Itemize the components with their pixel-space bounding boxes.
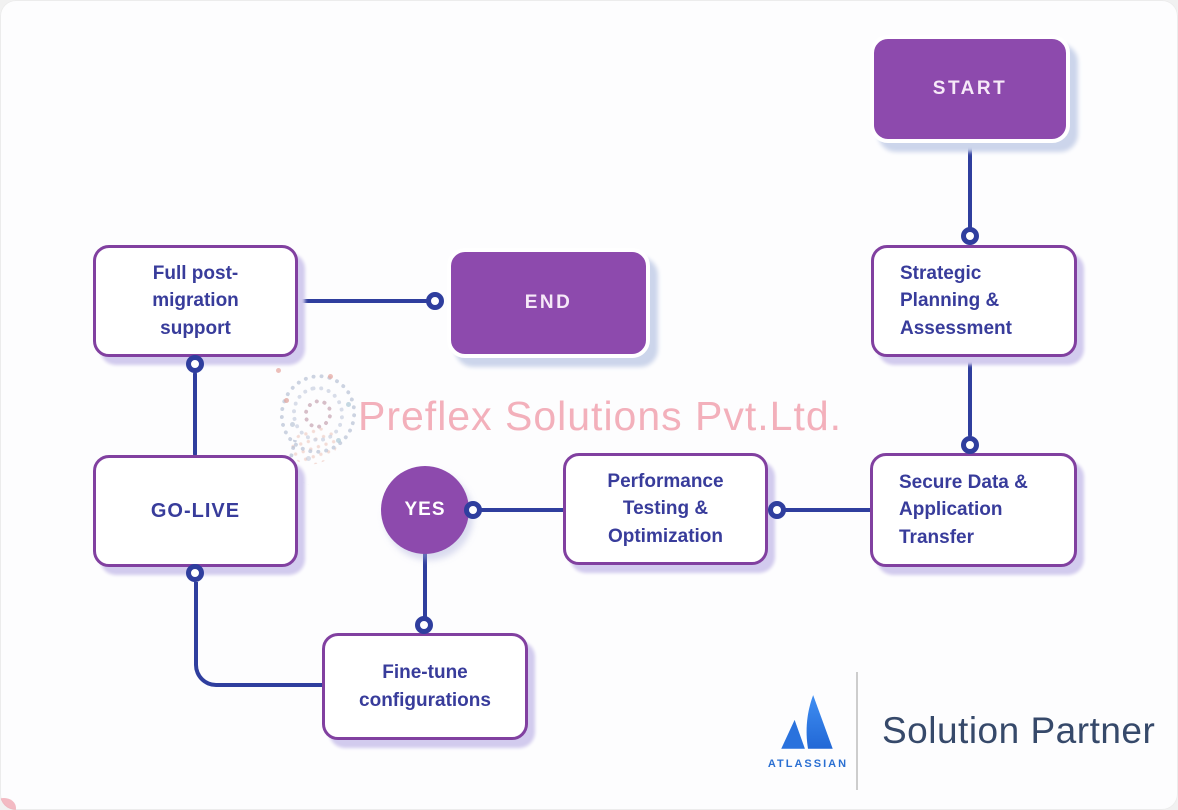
atlassian-logo-block: ATLASSIAN: [762, 693, 854, 770]
connector-golive-finetune: [194, 582, 323, 687]
node-go-live-label: GO-LIVE: [150, 499, 241, 522]
pink-corner-decor: [0, 798, 16, 810]
watermark-text: Preflex Solutions Pvt.Ltd.: [358, 393, 843, 439]
atlassian-brand-text: ATLASSIAN: [767, 757, 849, 770]
atlassian-logo-icon: [781, 694, 833, 749]
connection-port: [768, 501, 786, 519]
connection-port: [464, 501, 482, 519]
node-end-label: END: [524, 292, 573, 313]
node-secure-transfer-label: Secure Data & Application Transfer: [899, 471, 1028, 548]
node-strategic-planning-label: Strategic Planning & Assessment: [900, 262, 1012, 339]
connection-port: [186, 564, 204, 582]
node-performance-testing-label: Performance Testing & Optimization: [607, 470, 724, 547]
node-end: END: [447, 248, 650, 358]
connection-port: [186, 355, 204, 373]
connection-port: [426, 292, 444, 310]
node-performance-testing: Performance Testing & Optimization: [563, 453, 768, 565]
node-finetune-label: Fine-tune configurations: [359, 661, 491, 711]
node-go-live: GO-LIVE: [93, 455, 298, 567]
divider: [856, 672, 858, 790]
connection-port: [415, 616, 433, 634]
node-post-migration-support: Full post-migration support: [93, 245, 298, 357]
node-yes-decision: YES: [381, 466, 469, 554]
node-strategic-planning: Strategic Planning & Assessment: [871, 245, 1077, 357]
node-yes-label: YES: [404, 499, 446, 520]
connector-support-golive: [193, 372, 197, 456]
atlassian-partner-badge: ATLASSIAN Solution Partner: [762, 672, 1155, 790]
connection-port: [961, 227, 979, 245]
connector-support-end: [298, 299, 429, 303]
node-finetune-configurations: Fine-tune configurations: [322, 633, 528, 740]
node-post-migration-support-label: Full post-migration support: [152, 262, 239, 339]
node-start: START: [870, 35, 1070, 143]
connector-performance-yes: [478, 508, 566, 512]
solution-partner-label: Solution Partner: [882, 710, 1156, 751]
preflex-dotted-logo: [269, 364, 368, 486]
connector-start-strategic: [968, 143, 972, 229]
connector-strategic-secure: [968, 357, 972, 437]
node-start-label: START: [932, 78, 1008, 99]
connector-secure-performance: [784, 508, 872, 512]
node-secure-transfer: Secure Data & Application Transfer: [870, 453, 1077, 567]
connector-yes-finetune: [423, 552, 427, 618]
connection-port: [961, 436, 979, 454]
accent-dots-icon: [276, 368, 281, 373]
